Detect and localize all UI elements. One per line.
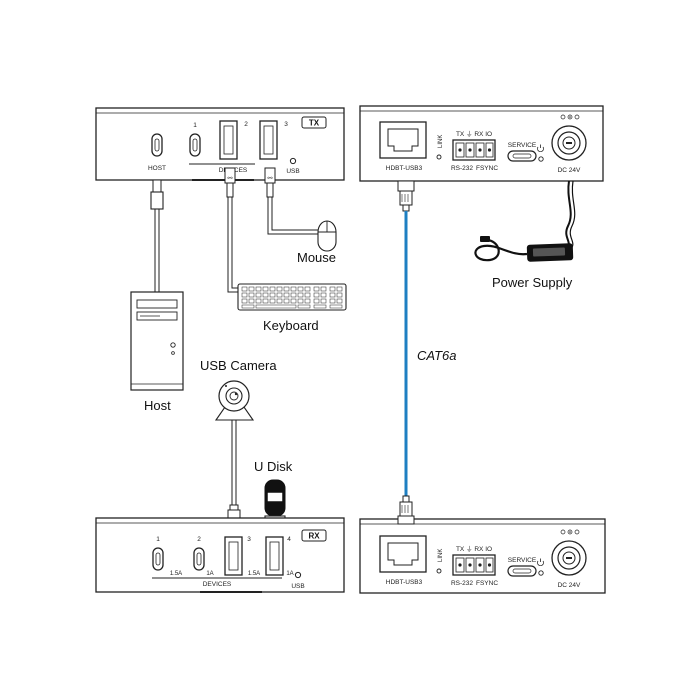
hdbt-top-fsync-label: FSYNC bbox=[476, 165, 498, 172]
hdbt-bottom-txrx-label: TX ⏚ RX IO bbox=[456, 545, 492, 553]
hdbt-bottom-rj45-port[interactable] bbox=[379, 535, 427, 573]
hdbt-bottom-dc-polarity-icon bbox=[560, 529, 580, 535]
hdbt-top-dc-polarity-icon bbox=[560, 114, 580, 120]
tx-usb-port-3[interactable] bbox=[259, 120, 278, 160]
hdbt-top-rj45-port[interactable] bbox=[379, 121, 427, 159]
rx-port-4-current: 1A bbox=[286, 571, 293, 577]
hdbt-bottom-fsync-label: FSYNC bbox=[476, 580, 498, 587]
tx-device-port-2[interactable] bbox=[219, 120, 238, 160]
u-disk-label: U Disk bbox=[254, 459, 293, 474]
hdbt-panel-bottom: HDBT-USB3 LINK TX ⏚ RX IO RS-232 FSYNC S… bbox=[359, 518, 606, 594]
mouse-cable: ⚯ bbox=[264, 167, 318, 235]
hdbt-bottom-rs232-label: RS-232 bbox=[451, 580, 473, 587]
tx-port-number-1: 1 bbox=[193, 122, 197, 129]
rx-port-number-2: 2 bbox=[197, 536, 201, 543]
hdbt-top-link-label: LINK bbox=[438, 135, 444, 148]
hdbt-top-power-icon bbox=[537, 144, 544, 152]
keyboard-cable: ⚯ bbox=[224, 167, 238, 293]
rx-port-1[interactable] bbox=[152, 547, 164, 571]
hdbt-top-txrx-label: TX ⏚ RX IO bbox=[456, 130, 492, 138]
tx-host-usb-c-port[interactable] bbox=[151, 133, 163, 157]
cat6a-cable bbox=[397, 180, 415, 525]
host-pc-icon bbox=[130, 291, 184, 391]
hdbt-bottom-rs232-terminal[interactable] bbox=[452, 554, 496, 576]
hdbt-bottom-dc-label: DC 24V bbox=[558, 582, 581, 589]
tx-port-number-2: 2 bbox=[244, 121, 248, 128]
hdbt-top-power-led-icon bbox=[538, 156, 544, 162]
rx-port-number-4: 4 bbox=[287, 536, 291, 543]
tx-badge-text: TX bbox=[309, 119, 320, 128]
hdbt-top-service-port[interactable] bbox=[507, 150, 537, 162]
cat6a-label: CAT6a bbox=[417, 348, 457, 363]
hdbt-bottom-service-label: SERVICE bbox=[508, 557, 537, 564]
usb-symbol-icon: ⚯ bbox=[227, 176, 232, 182]
rx-device: RX 1 2 3 4 1.5A 1A 1.5A 1A DEVICE bbox=[95, 517, 345, 593]
tx-usb-label: USB bbox=[286, 168, 299, 175]
rx-port-1-current: 1.5A bbox=[170, 571, 182, 577]
power-supply-label: Power Supply bbox=[492, 275, 573, 290]
hdbt-top-service-label: SERVICE bbox=[508, 142, 537, 149]
hdbt-bottom-power-led-icon bbox=[538, 570, 544, 576]
hdbt-bottom-port-label: HDBT-USB3 bbox=[386, 579, 423, 586]
hdbt-top-port-label: HDBT-USB3 bbox=[386, 165, 423, 172]
hdbt-top-dc-jack[interactable] bbox=[551, 125, 587, 161]
hdbt-bottom-link-led-icon bbox=[436, 568, 442, 574]
hdbt-top-rs232-label: RS-232 bbox=[451, 165, 473, 172]
tx-device-port-1[interactable] bbox=[189, 133, 201, 157]
hdbt-top-link-led-icon bbox=[436, 154, 442, 160]
rx-port-3[interactable] bbox=[224, 536, 243, 576]
hdbt-bottom-link-label: LINK bbox=[438, 549, 444, 562]
rx-port-2[interactable] bbox=[193, 547, 205, 571]
tx-usb-led-icon bbox=[289, 157, 297, 165]
mouse-icon bbox=[317, 220, 337, 252]
rx-port-number-3: 3 bbox=[247, 536, 251, 543]
power-supply-icon bbox=[474, 180, 576, 262]
usb-symbol-icon: ⚯ bbox=[267, 176, 272, 182]
rx-port-number-1: 1 bbox=[156, 536, 160, 543]
keyboard-label: Keyboard bbox=[263, 318, 319, 333]
rx-port-4[interactable] bbox=[265, 536, 284, 576]
hdbt-bottom-power-icon bbox=[537, 558, 544, 566]
rx-port-3-current: 1.5A bbox=[248, 571, 260, 577]
keyboard-icon bbox=[237, 283, 347, 311]
hdbt-bottom-dc-jack[interactable] bbox=[551, 540, 587, 576]
usb-camera-label: USB Camera bbox=[200, 358, 277, 373]
hdbt-bottom-service-port[interactable] bbox=[507, 565, 537, 577]
rx-badge-text: RX bbox=[308, 532, 320, 541]
tx-host-label: HOST bbox=[148, 165, 166, 172]
tx-port-number-3: 3 bbox=[284, 121, 288, 128]
hdbt-panel-top: HDBT-USB3 LINK TX ⏚ RX IO RS-232 FSYNC S… bbox=[359, 105, 604, 182]
rx-port-2-current: 1A bbox=[206, 571, 213, 577]
usb-camera-icon bbox=[214, 380, 255, 421]
rx-devices-label: DEVICES bbox=[203, 581, 232, 588]
host-label: Host bbox=[144, 398, 171, 413]
rx-usb-label: USB bbox=[291, 583, 304, 590]
hdbt-top-dc-label: DC 24V bbox=[558, 167, 581, 174]
rx-usb-led-icon bbox=[294, 571, 302, 579]
usb-camera-cable: ⚯ bbox=[227, 420, 241, 527]
host-cable bbox=[150, 179, 164, 292]
tx-badge: TX bbox=[301, 116, 327, 129]
hdbt-top-rs232-terminal[interactable] bbox=[452, 139, 496, 161]
mouse-label: Mouse bbox=[297, 250, 336, 265]
rx-badge: RX bbox=[301, 529, 327, 542]
tx-device: TX 1 2 3 HOST DEVICES USB bbox=[95, 107, 345, 181]
